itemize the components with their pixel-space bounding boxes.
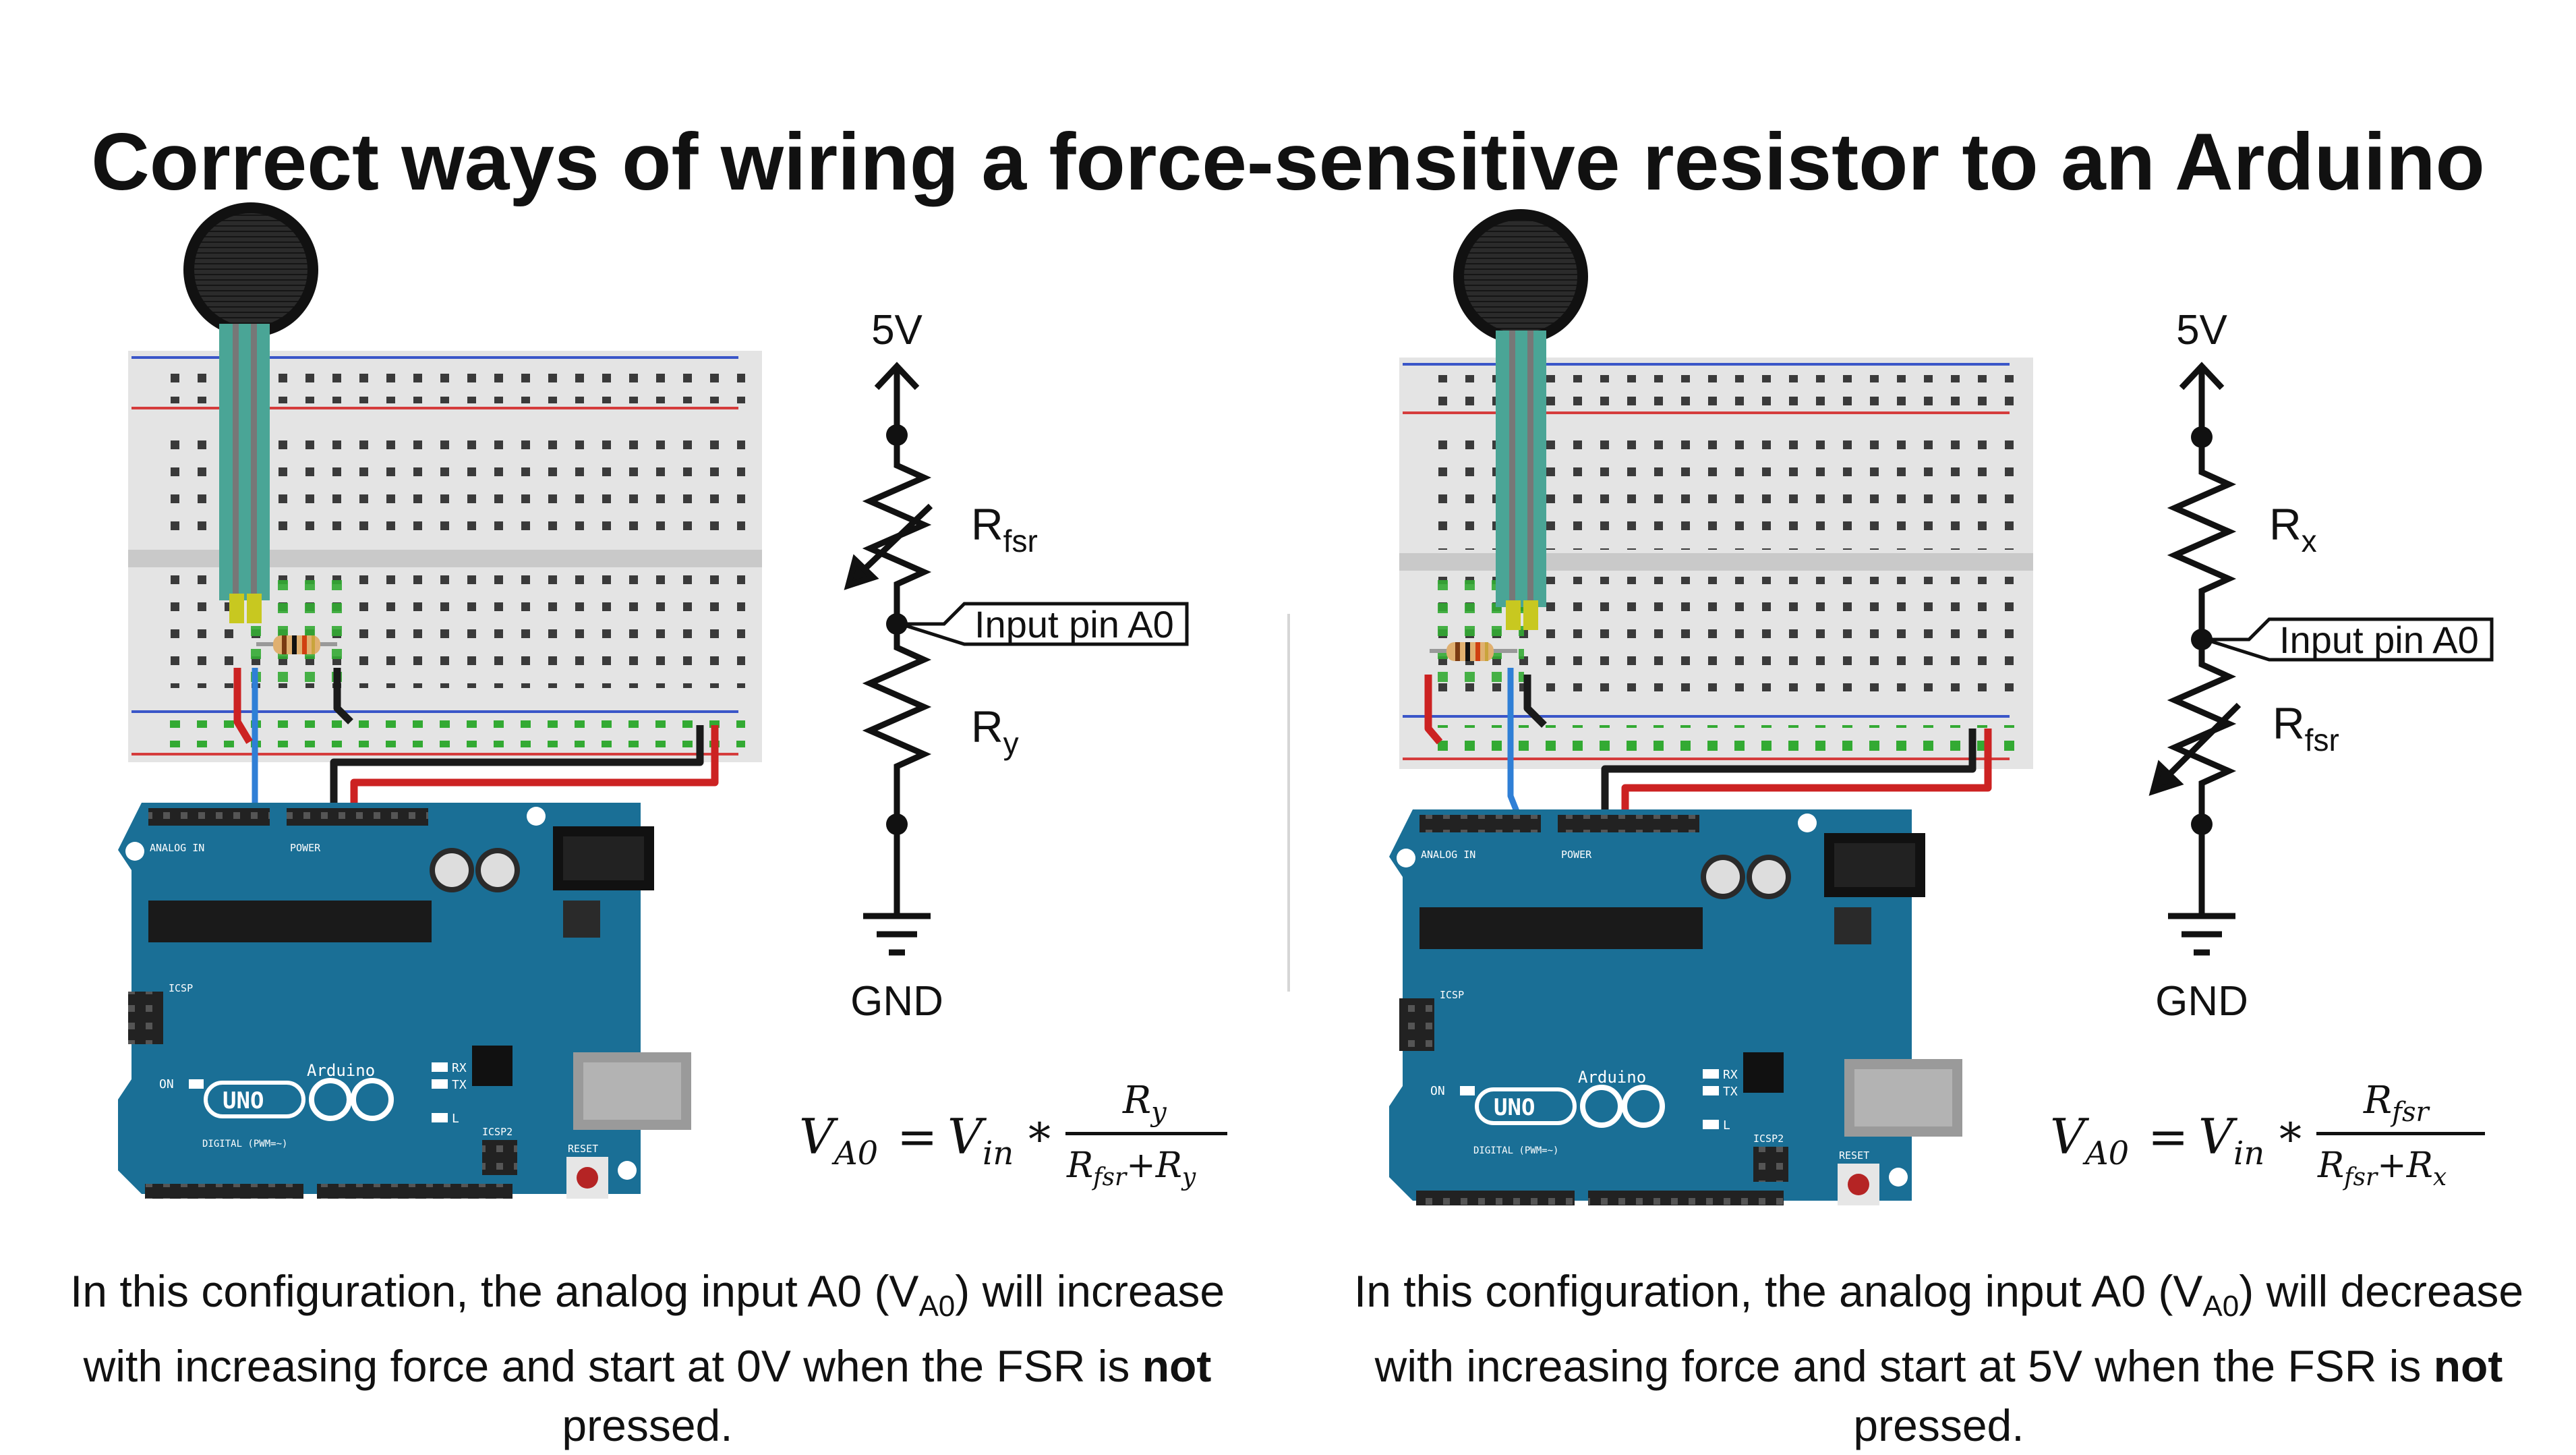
left-breadboard-assembly: ANALOG IN POWER ICSP RX TX L ON UNO xyxy=(118,202,762,1199)
left-caption: In this configuration, the analog input … xyxy=(47,1261,1248,1455)
right-rx-label-schematic: Rx xyxy=(2269,499,2317,559)
right-power-header-label: POWER xyxy=(1561,849,1592,861)
left-ry-resistor xyxy=(862,624,932,823)
right-fsr-sensor xyxy=(1453,209,1588,630)
left-5v-arrow xyxy=(874,362,920,391)
left-formula-vin: Vin xyxy=(947,1108,1014,1172)
right-schematic: 5V Rx Rfsr GND Input pin A0 xyxy=(2148,307,2494,1025)
left-caption-text-3: pressed. xyxy=(562,1400,733,1451)
left-power-header-label: POWER xyxy=(290,842,321,854)
left-tx-label: TX xyxy=(452,1078,467,1092)
left-wires xyxy=(233,668,719,823)
right-icsp-label: ICSP xyxy=(1440,989,1464,1001)
left-analog-header-label: ANALOG IN xyxy=(150,842,204,854)
right-fixed-resistor xyxy=(1430,642,1517,661)
left-rfsr-resistor xyxy=(862,445,932,624)
left-formula-fraction-bar xyxy=(1065,1132,1227,1135)
left-arduino-brand: Arduino xyxy=(307,1061,375,1080)
left-icsp2-label: ICSP2 xyxy=(482,1126,513,1138)
right-5v-arrow xyxy=(2179,362,2225,391)
right-gnd-label: GND xyxy=(2155,978,2248,1025)
panel-divider xyxy=(1287,614,1290,992)
right-uno-logo-text: UNO xyxy=(1494,1094,1535,1121)
left-arduino-board: ANALOG IN POWER ICSP RX TX L ON UNO xyxy=(118,803,691,1199)
right-formula: VA0 = Vin * Rfsr Rfsr+Rx xyxy=(2050,1079,2485,1191)
left-caption-text-2: ) will increase with increasing force an… xyxy=(83,1266,1225,1392)
right-formula-op: * xyxy=(2279,1114,2302,1166)
right-analog-header-label: ANALOG IN xyxy=(1421,849,1475,861)
right-digital-label: DIGITAL (PWM=~) xyxy=(1473,1145,1558,1156)
right-input-pin-label: Input pin A0 xyxy=(2279,619,2479,661)
left-uno-logo-text: UNO xyxy=(223,1087,264,1114)
left-formula-numerator: Ry xyxy=(1122,1079,1167,1128)
left-input-pin-label: Input pin A0 xyxy=(974,603,1174,646)
right-rfsr-resistor xyxy=(2167,639,2237,824)
right-caption: In this configuration, the analog input … xyxy=(1339,1261,2539,1455)
left-on-label: ON xyxy=(159,1077,174,1091)
right-caption-text-2: ) will decrease with increasing force an… xyxy=(1374,1266,2524,1392)
right-l-label: L xyxy=(1723,1118,1730,1133)
left-gnd-label: GND xyxy=(850,978,943,1025)
left-rx-label: RX xyxy=(452,1061,467,1075)
right-formula-numerator: Rfsr xyxy=(2363,1079,2431,1128)
right-formula-lhs: VA0 xyxy=(2050,1108,2129,1172)
left-formula-lhs: VA0 xyxy=(799,1108,878,1172)
right-input-pin-tag xyxy=(2204,617,2494,662)
left-ry-label: Ry xyxy=(971,702,1019,761)
left-caption-text-1: In this configuration, the analog input … xyxy=(69,1266,919,1316)
right-tx-label: TX xyxy=(1723,1085,1738,1099)
left-icsp-label: ICSP xyxy=(169,982,193,994)
right-arduino-board: ANALOG IN POWER ICSP RX TX L ON UNO xyxy=(1389,809,1962,1205)
wiring-illustration: ANALOG IN POWER ICSP RX TX L ON UNO xyxy=(118,202,2494,1205)
right-icsp2-label: ICSP2 xyxy=(1753,1133,1784,1145)
right-rfsr-label: Rfsr xyxy=(2273,698,2339,758)
right-caption-text-1: In this configuration, the analog input … xyxy=(1353,1266,2203,1316)
right-caption-sub: A0 xyxy=(2202,1290,2240,1323)
page-title: Correct ways of wiring a force-sensitive… xyxy=(0,108,2576,216)
right-arduino-brand: Arduino xyxy=(1578,1068,1646,1087)
right-formula-denominator: Rfsr+Rx xyxy=(2317,1145,2447,1191)
left-fsr-sensor xyxy=(183,202,318,623)
left-reset-label: RESET xyxy=(568,1143,598,1155)
left-caption-sub: A0 xyxy=(918,1290,956,1323)
left-digital-label: DIGITAL (PWM=~) xyxy=(202,1139,287,1149)
left-formula-op: * xyxy=(1028,1114,1051,1166)
left-formula-denominator: Rfsr+Ry xyxy=(1066,1145,1196,1191)
left-schematic: 5V Rfsr Ry GND Input pin A0 xyxy=(844,307,1189,1025)
right-5v-label: 5V xyxy=(2176,307,2227,353)
right-caption-bold: not xyxy=(2433,1341,2503,1392)
left-formula-eq: = xyxy=(897,1108,937,1165)
left-5v-label: 5V xyxy=(871,307,923,353)
right-breadboard xyxy=(1399,358,2033,769)
left-formula: VA0 = Vin * Ry Rfsr+Ry xyxy=(799,1079,1227,1191)
title-bold-word: Correct xyxy=(91,117,379,208)
right-on-label: ON xyxy=(1430,1084,1445,1098)
right-wires xyxy=(1424,668,1992,834)
right-formula-eq: = xyxy=(2148,1108,2188,1165)
left-l-label: L xyxy=(452,1112,459,1126)
right-formula-vin: Vin xyxy=(2198,1108,2264,1172)
right-formula-fraction-bar xyxy=(2316,1132,2485,1135)
left-fixed-resistor xyxy=(256,635,337,654)
right-breadboard-assembly: ANALOG IN POWER ICSP RX TX L ON UNO xyxy=(1389,209,2033,1205)
title-rest: ways of wiring a force-sensitive resisto… xyxy=(378,117,2485,208)
right-rx-resistor xyxy=(2167,445,2237,641)
right-rfsr-variable-arrow xyxy=(2155,702,2242,789)
right-reset-label: RESET xyxy=(1839,1149,1869,1162)
right-rx-label: RX xyxy=(1723,1068,1738,1082)
left-caption-bold: not xyxy=(1142,1341,1212,1392)
left-input-pin-tag xyxy=(900,602,1189,646)
left-rfsr-label: Rfsr xyxy=(971,499,1038,559)
right-caption-text-3: pressed. xyxy=(1853,1400,2024,1451)
